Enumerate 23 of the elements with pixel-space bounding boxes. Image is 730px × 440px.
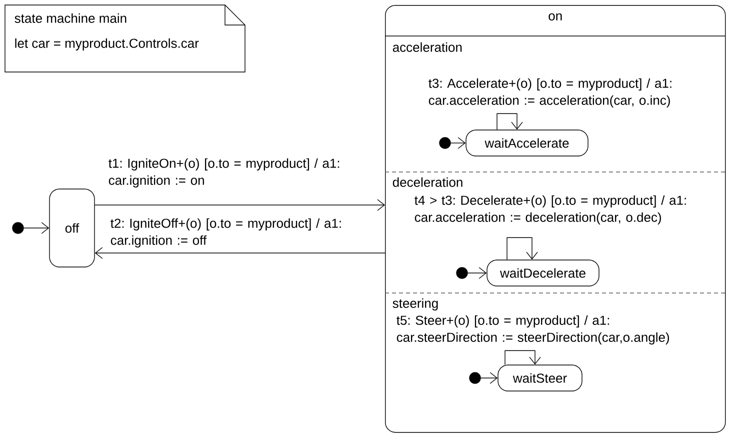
transition-arrow <box>24 222 50 234</box>
state-box: waitAccelerate <box>466 130 588 156</box>
transition-arrow <box>468 267 487 279</box>
transition-arrow <box>480 372 498 384</box>
transition-arrow <box>504 350 541 365</box>
transition-arrow <box>496 113 523 130</box>
state-box: waitSteer <box>498 364 582 392</box>
transition-arrow <box>94 247 386 259</box>
transition-arrow <box>94 199 385 211</box>
initial-state-dot <box>439 137 451 149</box>
state-box: waitDecelerate <box>486 260 600 286</box>
note-box: state machine main let car = myproduct.Controls.car <box>4 4 246 72</box>
edge-label: t2: IgniteOff+(o) [o.to = myproduct] / a1: car.ignition := off <box>110 218 341 248</box>
state-box: off <box>49 188 95 268</box>
initial-state-dot <box>456 267 468 279</box>
edge-label: t5: Steer+(o) [o.to = myproduct] / a1: car.steerDirection := steerDirection(car,o.angle) <box>396 315 669 344</box>
initial-state-dot <box>12 222 24 234</box>
edge-label: t4 > t3: Decelerate+(o) [o.to = myproduct] / a1: car.acceleration := deceleration(car, o.dec) <box>414 195 686 224</box>
transition-arrow <box>506 237 538 260</box>
edge-label: t1: IgniteOn+(o) [o.to = myproduct] / a1: car.ignition := on <box>108 158 340 188</box>
initial-state-dot <box>469 372 481 384</box>
edge-label: t3: Accelerate+(o) [o.to = myproduct] / a1: car.acceleration := acceleration(car, o.inc) <box>428 78 672 108</box>
transition-arrow <box>450 137 466 149</box>
